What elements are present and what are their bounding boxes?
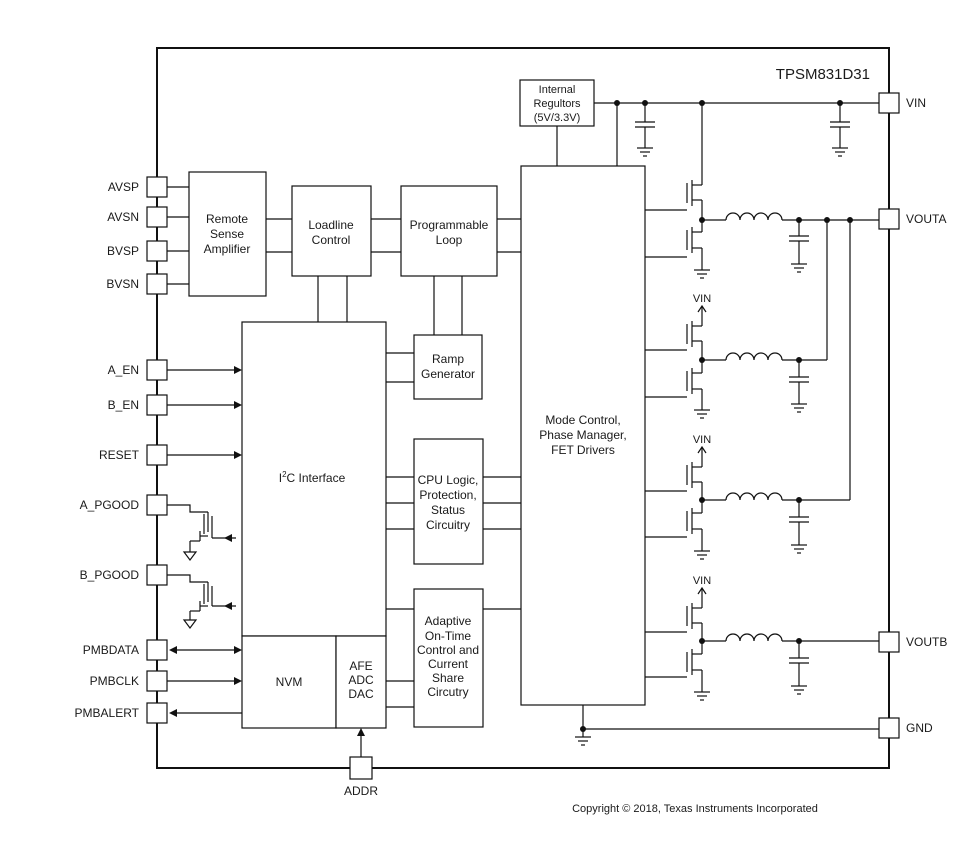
- pin-avsn: [146, 206, 168, 228]
- power-phase-4: VIN: [645, 575, 879, 701]
- svg-text:PMBCLK: PMBCLK: [90, 674, 139, 688]
- pin-voutb: [878, 631, 900, 653]
- svg-text:Internal: Internal: [539, 84, 576, 96]
- svg-text:PMBDATA: PMBDATA: [83, 643, 139, 657]
- pin-bvsn: [146, 273, 168, 295]
- svg-text:Sense: Sense: [210, 227, 244, 241]
- svg-text:GND: GND: [906, 721, 933, 735]
- svg-text:PMBALERT: PMBALERT: [75, 706, 140, 720]
- ramp-generator-block: Ramp Generator: [413, 334, 483, 400]
- pin-avsp: [146, 176, 168, 198]
- power-phase-3: VIN: [645, 220, 851, 560]
- gnd-net: [575, 705, 879, 746]
- svg-text:DAC: DAC: [348, 687, 374, 701]
- adaptive-on-time-block: Adaptive On-Time Control and Current Sha…: [413, 588, 484, 728]
- svg-text:Status: Status: [431, 503, 465, 517]
- svg-text:Protection,: Protection,: [419, 488, 476, 502]
- addr-pin-group: ADDR: [344, 728, 378, 798]
- svg-text:ADDR: ADDR: [344, 784, 378, 798]
- svg-text:AVSN: AVSN: [107, 210, 139, 224]
- svg-text:Mode Control,: Mode Control,: [545, 413, 620, 427]
- pin-a-pgood: [146, 494, 168, 516]
- pin-b-pgood: [146, 564, 168, 586]
- svg-text:(5V/3.3V): (5V/3.3V): [534, 112, 580, 124]
- programmable-loop-block: Programmable Loop: [400, 185, 498, 277]
- cpu-logic-block: CPU Logic, Protection, Status Circuitry: [413, 438, 484, 565]
- svg-text:Phase Manager,: Phase Manager,: [539, 428, 626, 442]
- pin-pmbalert: [146, 702, 168, 724]
- svg-text:NVM: NVM: [276, 675, 303, 689]
- svg-text:BVSN: BVSN: [106, 277, 139, 291]
- internal-wiring: [266, 126, 558, 708]
- nvm-block: NVM: [241, 635, 337, 729]
- pin-pmbdata: [146, 639, 168, 661]
- afe-adc-dac-block: AFE ADC DAC: [335, 635, 387, 729]
- svg-text:A_EN: A_EN: [108, 363, 139, 377]
- svg-text:Ramp: Ramp: [432, 352, 464, 366]
- svg-text:Loop: Loop: [436, 233, 463, 247]
- svg-text:Remote: Remote: [206, 212, 248, 226]
- svg-text:Current: Current: [428, 657, 469, 671]
- pin-pmbclk: [146, 670, 168, 692]
- svg-text:Adaptive: Adaptive: [425, 614, 472, 628]
- right-pins: VIN VOUTA VOUTB GND: [878, 92, 947, 739]
- svg-text:Circuitry: Circuitry: [426, 518, 470, 532]
- svg-text:CPU Logic,: CPU Logic,: [418, 473, 479, 487]
- left-pins: AVSP AVSN BVSP BVSN A_EN B_EN RESET A_PG…: [75, 176, 242, 724]
- svg-text:FET Drivers: FET Drivers: [551, 443, 615, 457]
- svg-text:B_PGOOD: B_PGOOD: [80, 568, 140, 582]
- a-pgood-open-drain-fet: [167, 504, 236, 561]
- power-phase-2: VIN: [645, 220, 828, 419]
- svg-text:On-Time: On-Time: [425, 629, 472, 643]
- vin-label-phase-4: VIN: [693, 575, 711, 587]
- svg-text:VIN: VIN: [906, 96, 926, 110]
- svg-text:Amplifier: Amplifier: [204, 242, 251, 256]
- svg-text:VOUTB: VOUTB: [906, 635, 947, 649]
- svg-text:ADC: ADC: [348, 673, 374, 687]
- svg-text:A_PGOOD: A_PGOOD: [80, 498, 140, 512]
- svg-text:AVSP: AVSP: [108, 180, 139, 194]
- internal-regulators-block: Internal Regultors (5V/3.3V): [519, 79, 595, 127]
- pin-a-en: [146, 359, 168, 381]
- i2c-label: I2C Interface: [279, 470, 346, 485]
- b-pgood-open-drain-fet: [167, 574, 236, 629]
- pin-gnd: [878, 717, 900, 739]
- pin-addr: [349, 756, 373, 780]
- remote-sense-amplifier-block: Remote Sense Amplifier: [188, 171, 267, 297]
- svg-text:B_EN: B_EN: [108, 398, 139, 412]
- svg-text:Circutry: Circutry: [427, 685, 468, 699]
- chip-title: TPSM831D31: [776, 66, 870, 83]
- svg-text:Control and: Control and: [417, 643, 479, 657]
- copyright-text: Copyright © 2018, Texas Instruments Inco…: [572, 803, 818, 815]
- svg-text:Control: Control: [312, 233, 351, 247]
- svg-text:Regultors: Regultors: [533, 98, 581, 110]
- pin-reset: [146, 444, 168, 466]
- pin-vouta: [878, 208, 900, 230]
- pin-bvsp: [146, 240, 168, 262]
- svg-text:VOUTA: VOUTA: [906, 212, 946, 226]
- svg-text:AFE: AFE: [349, 659, 372, 673]
- mode-control-block: Mode Control, Phase Manager, FET Drivers: [520, 165, 646, 706]
- pin-b-en: [146, 394, 168, 416]
- i2c-interface-block: I2C Interface: [241, 321, 387, 637]
- svg-text:Generator: Generator: [421, 367, 475, 381]
- vin-label-phase-2: VIN: [693, 293, 711, 305]
- svg-text:Programmable: Programmable: [410, 218, 489, 232]
- svg-text:Share: Share: [432, 671, 464, 685]
- power-phase-1: [645, 180, 879, 279]
- vin-rail: [594, 100, 879, 185]
- svg-text:Loadline: Loadline: [308, 218, 354, 232]
- svg-text:BVSP: BVSP: [107, 244, 139, 258]
- loadline-control-block: Loadline Control: [291, 185, 372, 277]
- vin-label-phase-3: VIN: [693, 434, 711, 446]
- pin-vin: [878, 92, 900, 114]
- svg-text:RESET: RESET: [99, 448, 140, 462]
